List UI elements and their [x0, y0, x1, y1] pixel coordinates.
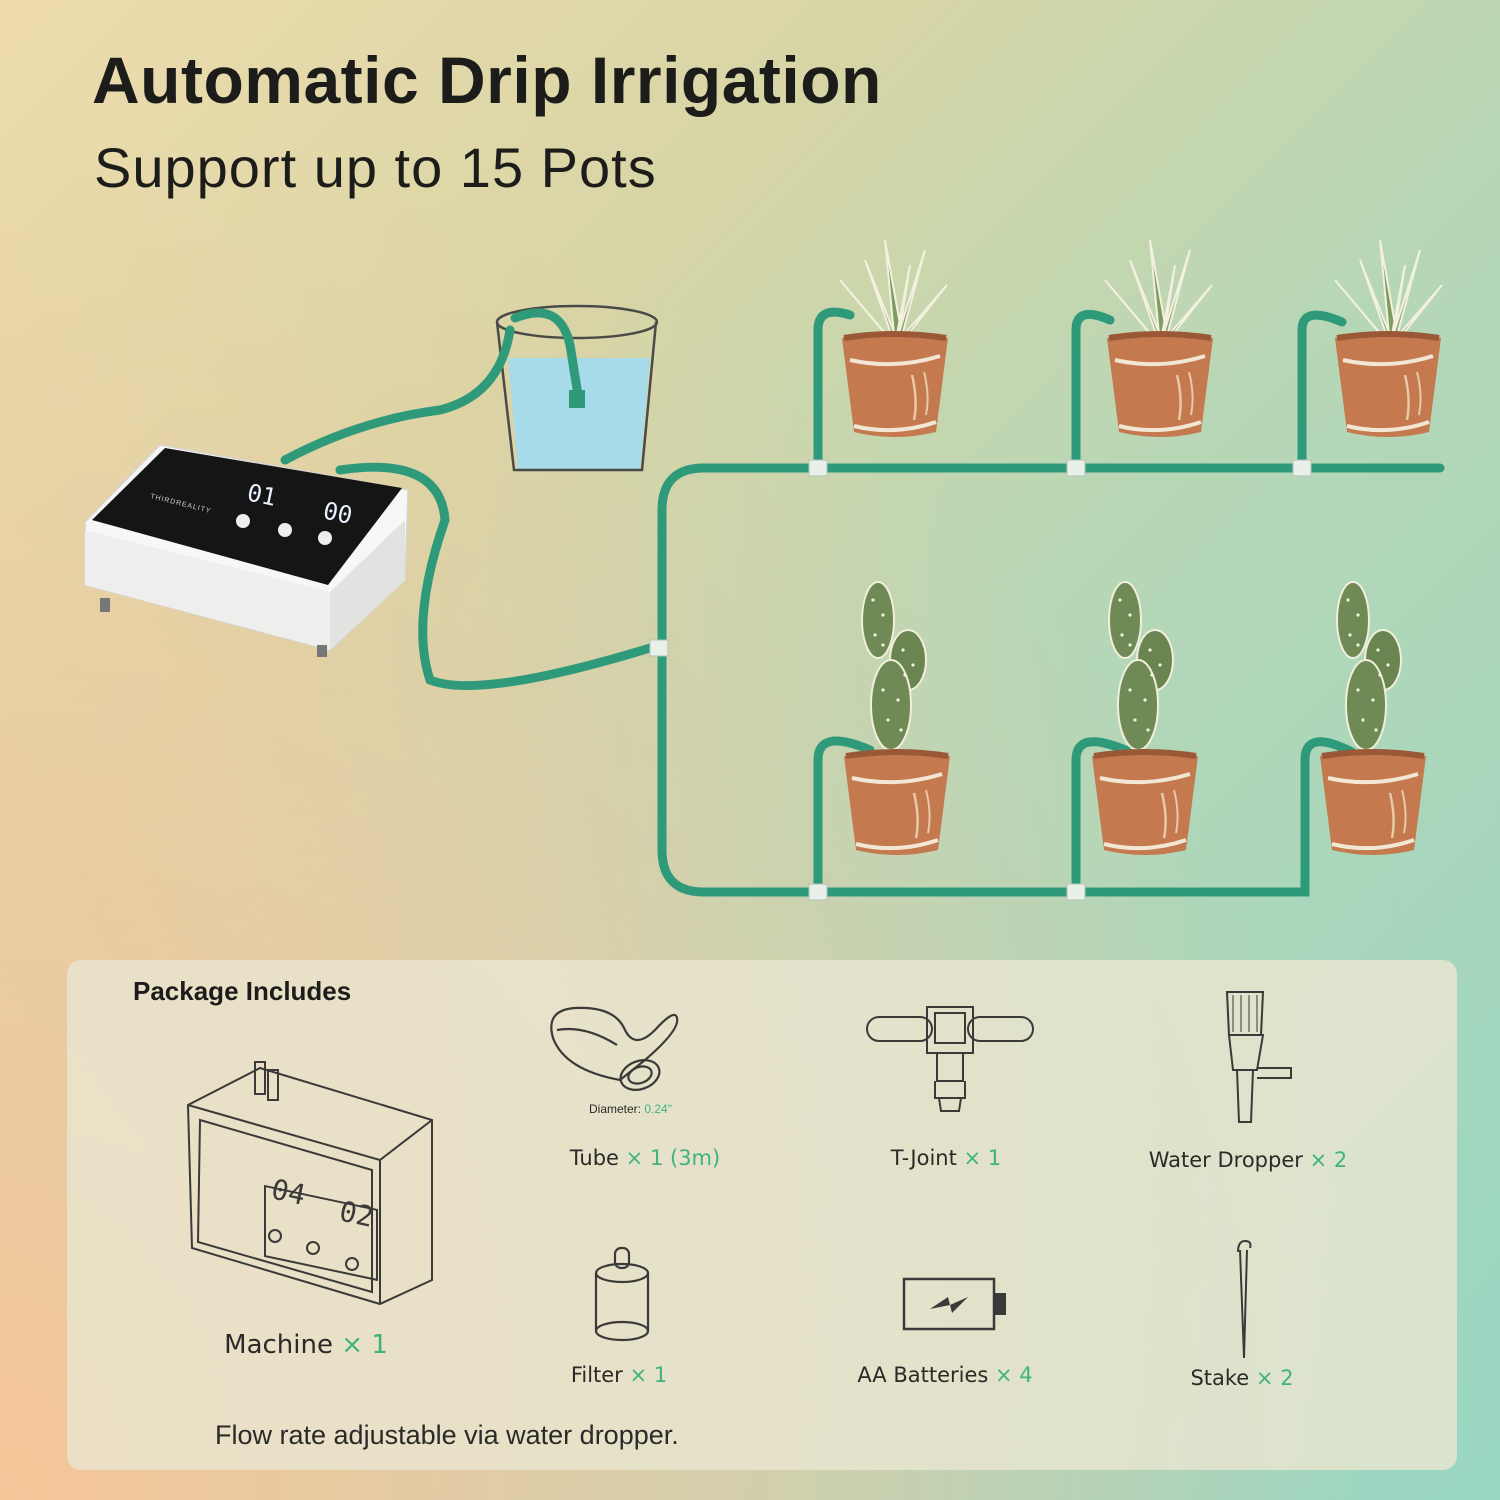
- machine-icon-display-left: 04: [269, 1173, 309, 1212]
- batteries-label: AA Batteries × 4: [857, 1363, 1033, 1387]
- t-joint-icon: [866, 1006, 1034, 1112]
- stake-icon: [1237, 1239, 1252, 1359]
- package-title: Package Includes: [133, 976, 352, 1006]
- cactus-plant-icon: [1092, 581, 1198, 855]
- filter-icon: [594, 1246, 650, 1342]
- cactus-plant-icon: [1320, 581, 1426, 855]
- machine-label: Machine × 1: [224, 1330, 388, 1360]
- watering-time-button: [236, 514, 250, 528]
- interval-time-button: [318, 531, 332, 545]
- filter-label: Filter × 1: [570, 1363, 668, 1387]
- flow-rate-note: Flow rate adjustable via water dropper.: [215, 1420, 679, 1450]
- stake-label: Stake × 2: [1190, 1366, 1294, 1390]
- aloe-plant-icon: [1335, 240, 1443, 437]
- t-joint-label: T-Joint × 1: [890, 1146, 1002, 1170]
- page-title: Automatic Drip Irrigation: [92, 43, 882, 117]
- battery-icon: [902, 1277, 1006, 1331]
- device-display-left: 01: [245, 478, 279, 511]
- machine-icon-display-right: 02: [337, 1195, 377, 1234]
- machine-icon: 04 02: [186, 1061, 433, 1306]
- bucket-icon: [495, 304, 659, 472]
- device-display-right: 00: [321, 496, 355, 529]
- irrigation-diagram: THIRDREALITY 01 00: [84, 240, 1445, 901]
- aloe-plant-icon: [1104, 240, 1213, 437]
- page-subtitle: Support up to 15 Pots: [94, 136, 657, 199]
- water-dropper-label: Water Dropper × 2: [1148, 1148, 1348, 1172]
- tube-diameter: Diameter: 0.24": [589, 1102, 672, 1116]
- package-panel: [67, 960, 1457, 1470]
- aloe-plant-icon: [839, 240, 948, 437]
- water-dropper-icon: [1225, 991, 1292, 1123]
- start-stop-button: [278, 523, 292, 537]
- tube-label: Tube × 1 (3m): [569, 1146, 721, 1170]
- cactus-plant-icon: [844, 581, 950, 855]
- tube-coil-icon: [550, 1006, 679, 1091]
- irrigation-machine: THIRDREALITY 01 00: [84, 444, 409, 657]
- t-joints-installed: [649, 459, 1312, 901]
